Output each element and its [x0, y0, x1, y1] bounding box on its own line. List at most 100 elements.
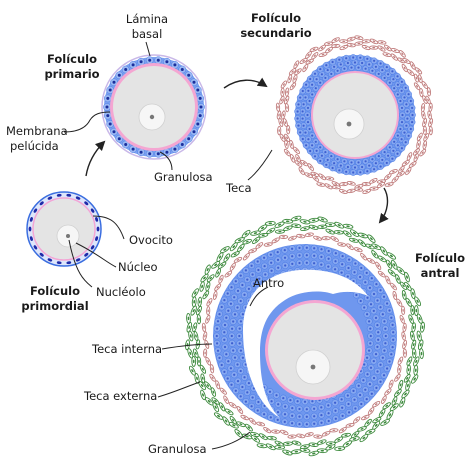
theca-nucleus — [211, 376, 214, 380]
cell-nucleus — [252, 282, 256, 285]
cell-nucleus — [396, 134, 399, 137]
cell-nucleus — [370, 277, 373, 280]
cell-nucleus — [352, 171, 355, 174]
leader-membrana — [63, 111, 111, 133]
theca-nucleus — [294, 77, 296, 81]
cell-nucleus — [304, 131, 307, 134]
theca-nucleus — [307, 433, 311, 436]
cell-nucleus — [406, 110, 409, 113]
cell-nucleus — [251, 396, 254, 399]
cell-nucleus — [250, 264, 253, 267]
cell-nucleus — [361, 165, 364, 169]
theca-nucleus — [320, 175, 324, 178]
theca-nucleus — [268, 222, 273, 225]
theca-nucleus — [334, 183, 338, 185]
cell-nucleus — [314, 87, 317, 90]
theca-nucleus — [295, 63, 298, 66]
leader-teca-interna — [161, 343, 213, 350]
cell-nucleus — [241, 283, 244, 287]
cell-nucleus — [404, 141, 407, 144]
theca-nucleus — [357, 36, 361, 39]
cell-nucleus — [309, 149, 312, 153]
theca-nucleus — [416, 299, 419, 303]
theca-nucleus — [291, 237, 294, 240]
cell-nucleus — [313, 72, 317, 75]
theca-nucleus — [356, 248, 360, 251]
theca-nucleus — [217, 271, 220, 275]
theca-nucleus — [342, 183, 346, 185]
theca-nucleus — [357, 42, 361, 45]
theca-nucleus — [291, 70, 294, 73]
cell-nucleus — [339, 164, 342, 167]
cell-nucleus — [390, 353, 393, 356]
theca-nucleus — [334, 45, 338, 47]
cell-nucleus — [218, 312, 221, 316]
theca-nucleus — [245, 240, 249, 243]
theca-nucleus — [419, 343, 422, 347]
cell-nucleus — [187, 73, 191, 77]
theca-nucleus — [386, 46, 390, 50]
theca-nucleus — [290, 435, 294, 438]
theca-nucleus — [302, 162, 306, 165]
theca-nucleus — [329, 442, 333, 445]
theca-nucleus — [303, 445, 307, 448]
cell-nucleus — [305, 423, 308, 426]
theca-nucleus — [429, 121, 432, 125]
cell-nucleus — [298, 254, 301, 257]
cell-nucleus — [327, 265, 330, 268]
theca-nucleus — [277, 105, 279, 109]
theca-nucleus — [407, 169, 410, 173]
theca-nucleus — [406, 275, 408, 279]
cell-nucleus — [269, 253, 272, 256]
theca-nucleus — [337, 224, 341, 227]
theca-nucleus — [415, 150, 418, 154]
cell-nucleus — [229, 367, 233, 370]
theca-nucleus — [199, 300, 201, 304]
cell-nucleus — [244, 400, 248, 403]
theca-nucleus — [299, 435, 303, 437]
theca-nucleus — [277, 442, 281, 445]
theca-nucleus — [188, 325, 191, 329]
theca-nucleus — [254, 239, 258, 242]
cell-nucleus — [379, 289, 382, 292]
cell-nucleus — [366, 170, 369, 173]
cell-nucleus — [244, 363, 247, 366]
cell-nucleus — [388, 360, 391, 363]
leader-nucleolo — [68, 239, 93, 288]
cell-nucleus — [392, 338, 395, 341]
theca-nucleus — [251, 420, 254, 423]
theca-nucleus — [407, 300, 410, 304]
theca-nucleus — [415, 359, 418, 364]
cell-nucleus — [368, 164, 371, 167]
granulosa-cell — [47, 258, 53, 262]
cell-nucleus — [223, 323, 227, 327]
theca-nucleus — [216, 285, 219, 289]
cell-nucleus — [364, 67, 367, 70]
cell-nucleus — [275, 394, 278, 397]
theca-nucleus — [281, 90, 284, 94]
cell-nucleus — [358, 393, 362, 397]
theca-nucleus — [380, 257, 384, 260]
label-teca: Teca — [225, 181, 252, 195]
cell-nucleus — [117, 73, 121, 77]
theca-nucleus — [247, 426, 251, 429]
cell-nucleus — [396, 83, 399, 86]
cell-nucleus — [333, 268, 337, 271]
cell-nucleus — [236, 306, 239, 309]
theca-nucleus — [372, 187, 376, 190]
cell-nucleus — [305, 83, 308, 86]
theca-nucleus — [278, 129, 280, 133]
cell-nucleus — [311, 144, 314, 147]
theca-nucleus — [285, 451, 290, 454]
primary-follicle — [101, 54, 207, 160]
cell-nucleus — [372, 376, 376, 380]
theca-nucleus — [195, 334, 197, 338]
theca-nucleus — [392, 405, 396, 409]
theca-nucleus — [361, 234, 365, 237]
cell-nucleus — [216, 349, 220, 352]
cell-nucleus — [239, 369, 242, 373]
cell-nucleus — [385, 367, 389, 370]
cell-nucleus — [393, 87, 396, 90]
theca-nucleus — [192, 308, 195, 313]
cell-nucleus — [301, 110, 304, 113]
